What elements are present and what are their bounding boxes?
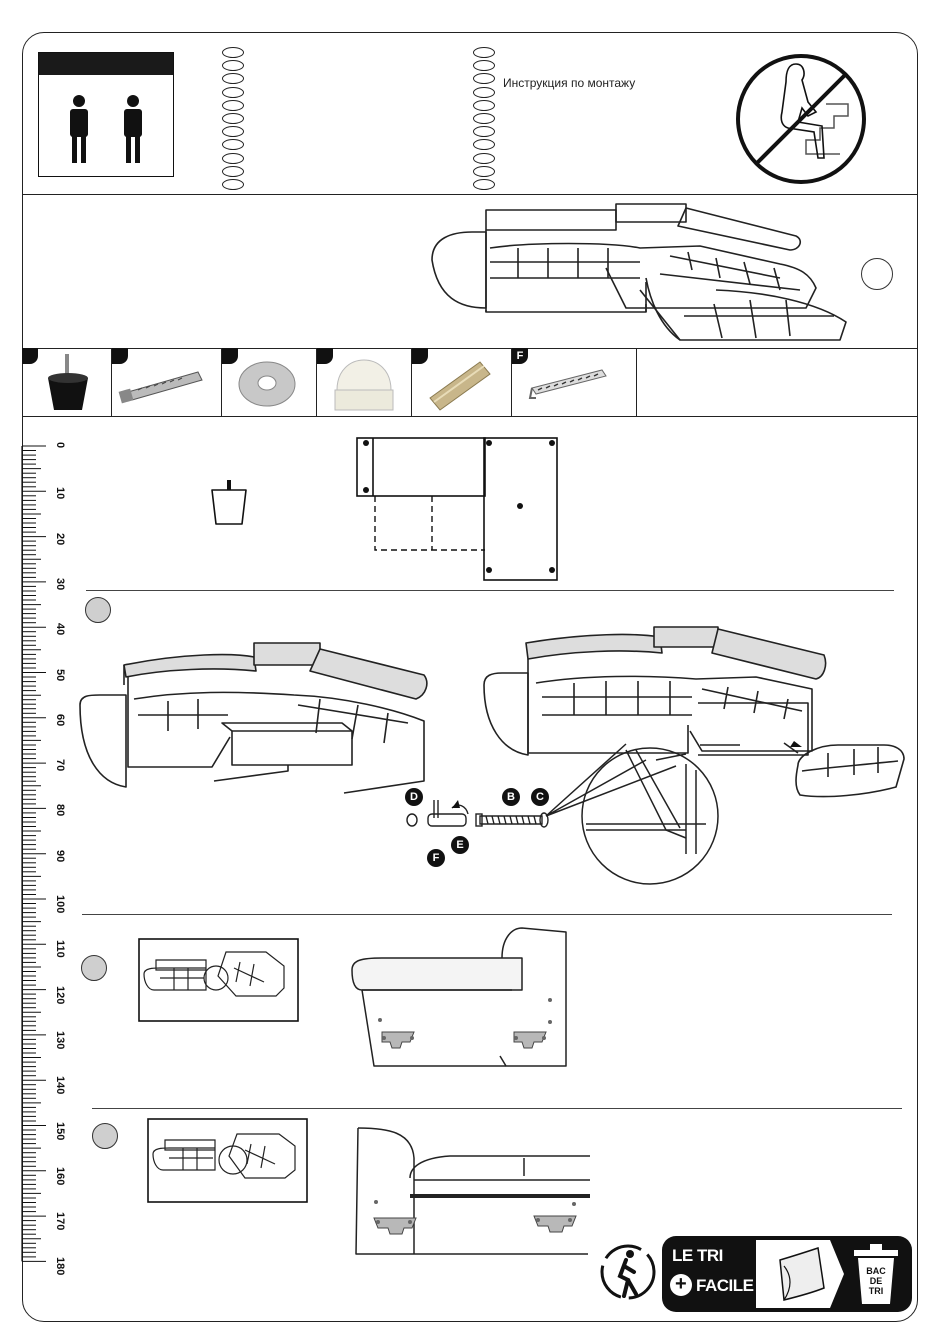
- step-2-armrest-detail: [342, 930, 572, 1070]
- language-ovals-left: [222, 47, 246, 192]
- le-tri-facile-box: LE TRI + FACILE BAC DE TRI: [662, 1236, 912, 1312]
- step-1-circle: [85, 597, 111, 623]
- language-oval: [473, 73, 495, 84]
- instruction-text: Инструкция по монтажу: [503, 76, 635, 90]
- language-oval: [473, 87, 495, 98]
- ruler-label: 170: [54, 1212, 66, 1230]
- part-barrel-nut: [412, 348, 512, 416]
- language-oval: [222, 73, 244, 84]
- part-foot: [22, 348, 112, 416]
- step-2-overview-box: [138, 938, 300, 1022]
- ruler-label: 60: [54, 714, 66, 726]
- ruler-label: 100: [54, 895, 66, 913]
- parts-list: F: [22, 348, 918, 416]
- divider-header: [22, 194, 918, 195]
- ruler-label: 40: [54, 623, 66, 635]
- language-oval: [222, 60, 244, 71]
- le-tri-text: LE TRI: [672, 1246, 723, 1266]
- ruler-label: 0: [54, 442, 66, 448]
- overview-step-circle: [861, 258, 893, 290]
- ruler-label: 160: [54, 1167, 66, 1185]
- language-oval: [222, 113, 244, 124]
- language-oval: [473, 126, 495, 137]
- ruler-label: 140: [54, 1076, 66, 1094]
- part-cap-nut: [317, 348, 412, 416]
- recycling-person-icon: [600, 1240, 656, 1304]
- language-oval: [222, 179, 244, 190]
- language-oval: [222, 153, 244, 164]
- ruler-label: 120: [54, 986, 66, 1004]
- no-sitting-icon: [734, 52, 868, 186]
- ruler-label: 130: [54, 1031, 66, 1049]
- bin-text-2: DE: [863, 1276, 889, 1286]
- ruler-label: 10: [54, 487, 66, 499]
- barrel-nut-icon: [424, 354, 504, 412]
- hardware-label-d: D: [405, 788, 423, 806]
- step-3-overview-box: [147, 1118, 309, 1204]
- language-oval: [222, 126, 244, 137]
- step-2-circle: [81, 955, 107, 981]
- washer-icon: [232, 356, 302, 412]
- language-oval: [222, 87, 244, 98]
- ruler-label: 110: [54, 940, 66, 958]
- paper-leaflet-icon: [756, 1240, 846, 1308]
- language-oval: [473, 179, 495, 190]
- language-oval: [473, 60, 495, 71]
- bolt-icon: [120, 358, 220, 408]
- sofa-open-storage-diagram: [78, 635, 434, 797]
- language-oval: [473, 153, 495, 164]
- sofa-foot-icon: [38, 352, 98, 414]
- part-washer: [222, 348, 317, 416]
- cap-nut-icon: [329, 350, 399, 414]
- step-3-circle: [92, 1123, 118, 1149]
- language-oval: [473, 47, 495, 58]
- ruler-label: 80: [54, 804, 66, 816]
- ruler-label: 20: [54, 533, 66, 545]
- language-oval: [222, 100, 244, 111]
- divider-parts: [22, 416, 918, 417]
- step-3-seat-detail: [354, 1128, 590, 1258]
- language-oval: [222, 47, 244, 58]
- ruler-label: 70: [54, 759, 66, 771]
- hardware-label-f: F: [427, 849, 445, 867]
- hardware-label-e: E: [451, 836, 469, 854]
- part-hex-key: F: [512, 348, 637, 416]
- language-ovals-right: [473, 47, 497, 192]
- section-separator: [92, 1108, 902, 1109]
- facile-text: FACILE: [696, 1276, 753, 1296]
- connection-detail-zoom: [546, 730, 722, 886]
- ruler-label: 150: [54, 1122, 66, 1140]
- language-oval: [473, 139, 495, 150]
- section-separator: [82, 914, 892, 915]
- hardware-label-b: B: [502, 788, 520, 806]
- ruler-label: 30: [54, 578, 66, 590]
- plus-sign: +: [675, 1273, 686, 1296]
- part-bolt: [112, 348, 222, 416]
- hex-key-icon: [528, 358, 628, 408]
- bin-text-1: BAC: [863, 1266, 889, 1276]
- language-oval: [473, 113, 495, 124]
- language-oval: [473, 100, 495, 111]
- language-oval: [473, 166, 495, 177]
- language-oval: [222, 139, 244, 150]
- ruler-label: 90: [54, 850, 66, 862]
- language-oval: [222, 166, 244, 177]
- recycling-label: LE TRI + FACILE BAC DE TRI: [600, 1236, 912, 1312]
- corner-sofa-overview: [430, 200, 830, 345]
- ruler-label: 180: [54, 1257, 66, 1275]
- section-separator: [86, 590, 894, 591]
- part-tag-f: F: [512, 348, 528, 364]
- two-person-icon: [39, 53, 175, 178]
- foot-outline-icon: [208, 480, 250, 526]
- bin-text-3: TRI: [863, 1286, 889, 1296]
- ruler-label: 50: [54, 669, 66, 681]
- foot-placement-diagram: [356, 437, 560, 583]
- two-person-assembly-box: [38, 52, 174, 177]
- part-tag: [22, 348, 38, 364]
- cm-ruler: 0 10 20 30 40 50 60 70 80 90 100 110 120 130 140 150 160…: [20, 440, 70, 1270]
